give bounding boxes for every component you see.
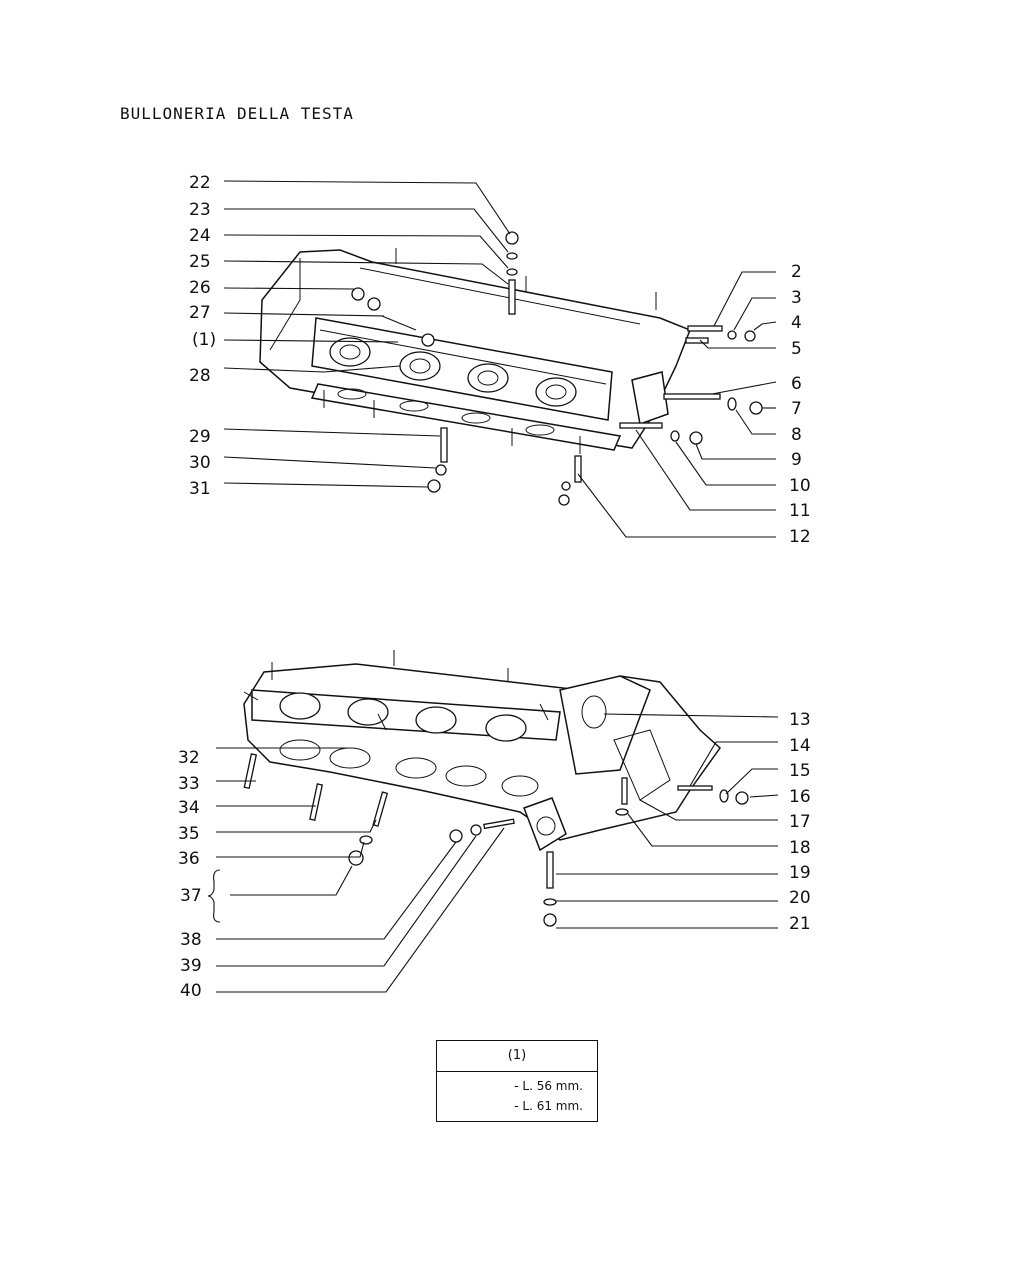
- callout-6: 6: [791, 374, 802, 394]
- callout-8: 8: [791, 425, 802, 445]
- callout-11: 11: [789, 501, 811, 521]
- exploded-parts-bottom: [243, 753, 749, 927]
- callout-40: 40: [180, 981, 202, 1001]
- callout-21: 21: [789, 914, 811, 934]
- callout-2: 2: [791, 262, 802, 282]
- callout-9: 9: [791, 450, 802, 470]
- legend-header: (1): [437, 1041, 597, 1072]
- callout-5: 5: [791, 339, 802, 359]
- callout-16: 16: [789, 787, 811, 807]
- callout-13: 13: [789, 710, 811, 730]
- callout-10: 10: [789, 476, 811, 496]
- callout-15: 15: [789, 761, 811, 781]
- callout-14: 14: [789, 736, 811, 756]
- callout-1-ref: (1): [192, 330, 216, 350]
- legend-row: - L. 56 mm.: [514, 1079, 583, 1093]
- leader-lines-top-left: [223, 180, 511, 488]
- callout-18: 18: [789, 838, 811, 858]
- callout-23: 23: [189, 200, 211, 220]
- callout-17: 17: [789, 812, 811, 832]
- callout-28: 28: [189, 366, 211, 386]
- callout-33: 33: [178, 774, 200, 794]
- callouts-bottom: 32 33 34 35 36 37 38 39 40 13 14 15 16 1…: [178, 710, 811, 1001]
- legend-table: (1) - L. 56 mm. - L. 61 mm.: [436, 1040, 598, 1122]
- callout-22: 22: [189, 173, 211, 193]
- legend-row: - L. 61 mm.: [514, 1099, 583, 1113]
- callout-27: 27: [189, 303, 211, 323]
- callout-24: 24: [189, 226, 211, 246]
- callout-3: 3: [791, 288, 802, 308]
- callout-19: 19: [789, 863, 811, 883]
- callout-36: 36: [178, 849, 200, 869]
- leader-lines-bottom: [216, 713, 779, 993]
- callout-25: 25: [189, 252, 211, 272]
- cylinder-head-bottom: [243, 650, 721, 852]
- leader-lines-top-right: [577, 271, 777, 538]
- callout-30: 30: [189, 453, 211, 473]
- callout-34: 34: [178, 798, 200, 818]
- callout-35: 35: [178, 824, 200, 844]
- callout-31: 31: [189, 479, 211, 499]
- callout-7: 7: [791, 399, 802, 419]
- brace-37: [207, 869, 221, 923]
- page-title: BULLONERIA DELLA TESTA: [120, 104, 354, 123]
- callout-38: 38: [180, 930, 202, 950]
- callouts-top: 22 23 24 25 26 27 (1) 28 29 30 31 2 3 4 …: [189, 173, 811, 547]
- callout-37: 37: [180, 886, 202, 906]
- callout-29: 29: [189, 427, 211, 447]
- cylinder-head-top: [259, 248, 691, 454]
- callout-26: 26: [189, 278, 211, 298]
- exploded-parts-top: [427, 231, 763, 506]
- callout-12: 12: [789, 527, 811, 547]
- callout-39: 39: [180, 956, 202, 976]
- callout-20: 20: [789, 888, 811, 908]
- callout-32: 32: [178, 748, 200, 768]
- callout-4: 4: [791, 313, 802, 333]
